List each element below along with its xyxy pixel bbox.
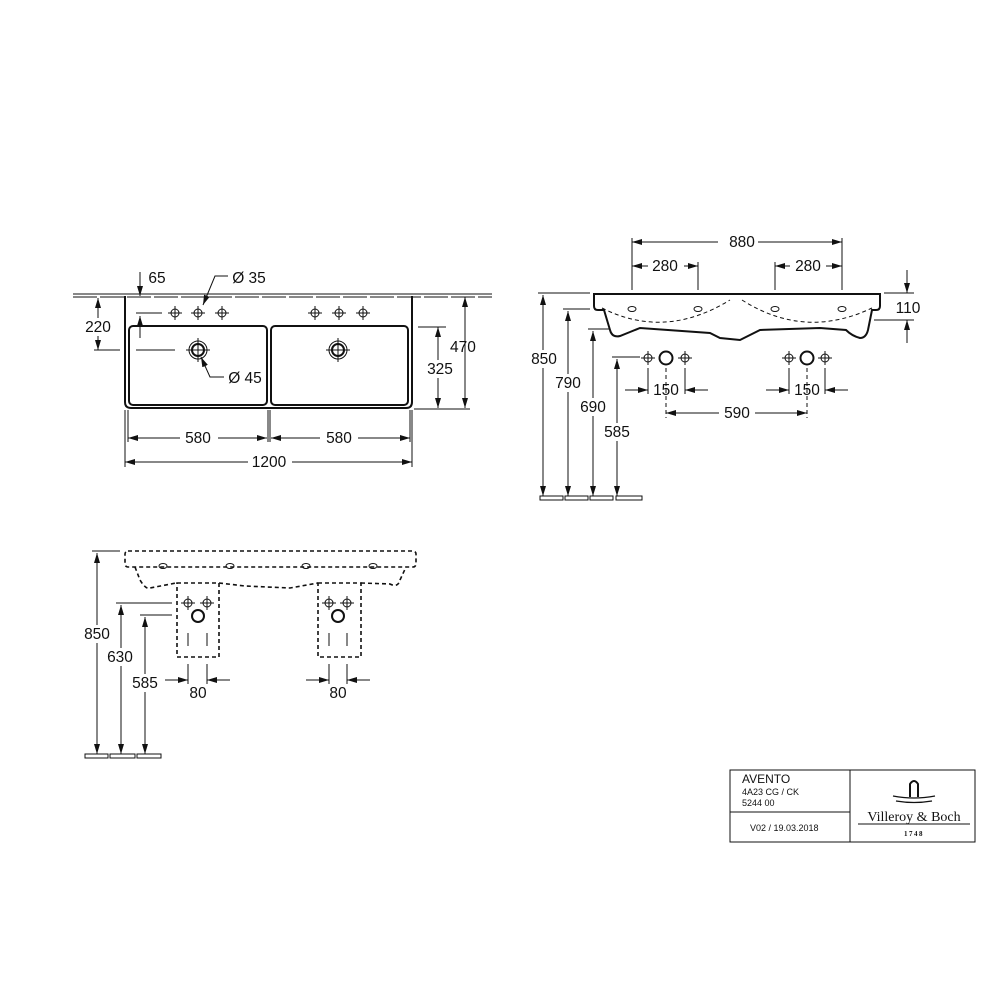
version-date: V02 / 19.03.2018 (750, 823, 819, 833)
dim-585-bottom: 585 (132, 675, 158, 692)
top-view: 65 Ø 35 Ø 45 220 325 470 580 580 1200 (73, 270, 492, 471)
dim-110: 110 (896, 300, 921, 317)
overflow-holes-bottom (158, 563, 378, 569)
drain-right (326, 338, 350, 362)
dim-790: 790 (555, 375, 581, 392)
dim-470: 470 (450, 339, 476, 356)
tap-holes (167, 305, 371, 321)
dim-280-right: 280 (795, 258, 821, 275)
wall-line (73, 293, 492, 298)
basin-front-outline (593, 293, 881, 342)
dim-590: 590 (724, 405, 750, 422)
dim-220: 220 (85, 319, 111, 336)
brand-name: Villeroy & Boch (867, 810, 960, 825)
product-code: 4A23 CG / CK (742, 787, 799, 797)
supply-connections (640, 350, 833, 366)
dim-850-bottom: 850 (84, 626, 110, 643)
dim-65: 65 (148, 270, 165, 287)
basin-outline (124, 296, 413, 409)
dim-280-left: 280 (652, 258, 678, 275)
overflow-holes (627, 306, 847, 312)
bracket-view: 80 80 850 630 585 (82, 550, 417, 759)
dim-585-front: 585 (604, 424, 630, 441)
dim-850-front: 850 (531, 351, 557, 368)
dim-150-left: 150 (653, 382, 679, 399)
bowl-right (270, 325, 409, 406)
bracket-right (317, 582, 362, 658)
bracket-left (176, 582, 220, 658)
dim-325: 325 (427, 361, 453, 378)
dim-630: 630 (107, 649, 133, 666)
floor-line (539, 495, 643, 501)
floor-line-bottom (84, 753, 162, 759)
dim-tap-hole: Ø 35 (232, 270, 266, 287)
dim-580-right: 580 (326, 430, 352, 447)
article-number: 5244 00 (742, 798, 775, 808)
dim-drain-hole: Ø 45 (228, 370, 262, 387)
dim-1200: 1200 (252, 454, 287, 471)
dim-150-right: 150 (794, 382, 820, 399)
drain-left (186, 338, 210, 362)
dim-580-left: 580 (185, 430, 211, 447)
title-block: AVENTO 4A23 CG / CK 5244 00 V02 / 19.03.… (729, 769, 976, 843)
dim-880: 880 (729, 234, 755, 251)
dim-80-right: 80 (329, 685, 347, 702)
brand-logo-icon (892, 780, 936, 804)
product-name: AVENTO (742, 772, 790, 786)
dim-80-left: 80 (189, 685, 207, 702)
brand-year: 1748 (904, 830, 924, 838)
dim-690: 690 (580, 399, 606, 416)
front-view: 880 280 280 110 850 790 690 585 (528, 232, 921, 501)
bowl-left (128, 325, 268, 406)
